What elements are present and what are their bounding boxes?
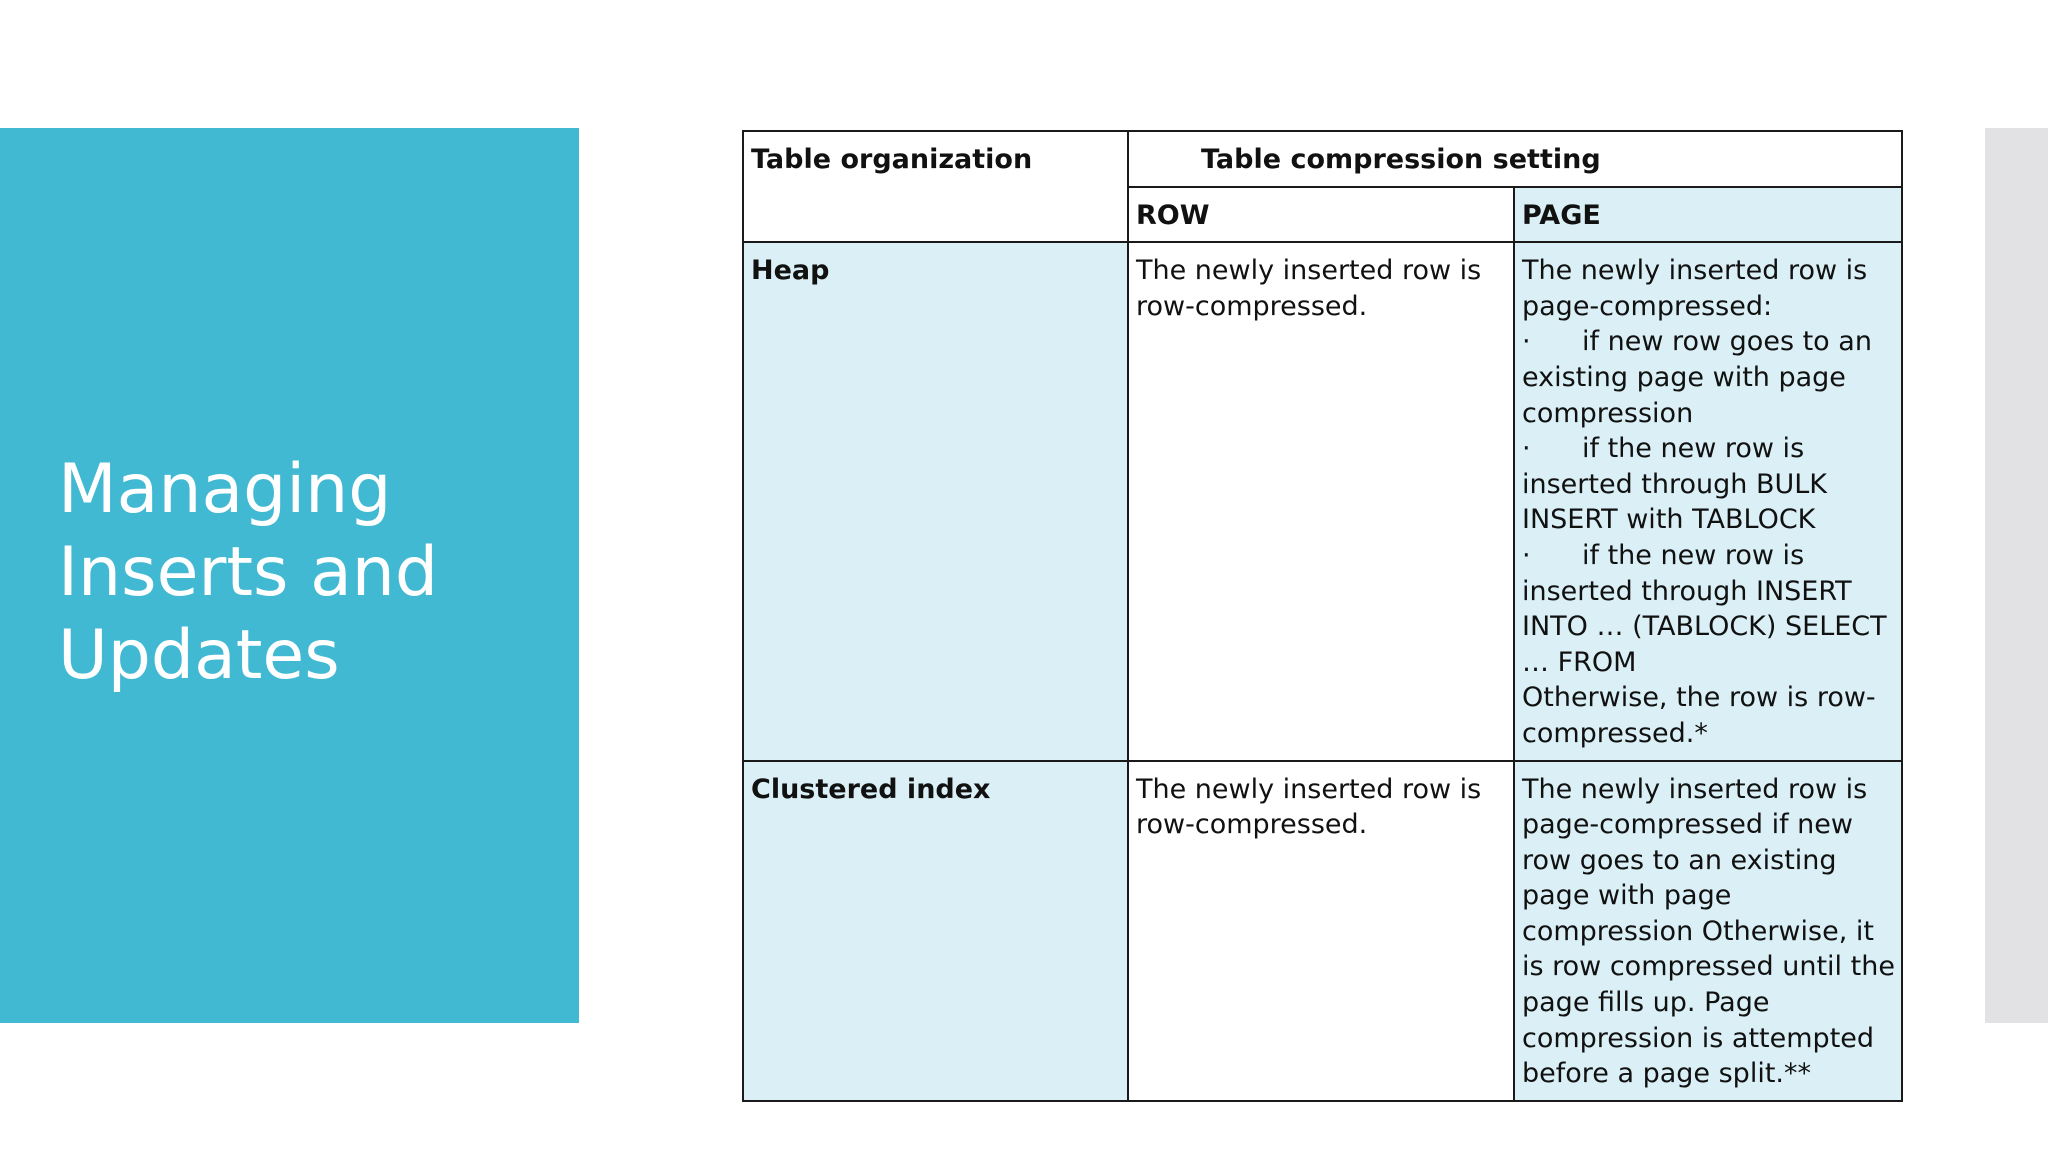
table-subheader-row: ROW PAGE <box>743 185 1904 244</box>
header-table-compression-setting: Table compression setting <box>1126 130 1904 188</box>
slide-title: Managing Inserts and Updates <box>58 450 439 695</box>
right-accent-bar <box>1985 128 2048 1023</box>
table-row-heap: Heap The newly inserted row is row-compr… <box>742 241 1904 762</box>
heap-page-cell: The newly inserted row is page-compresse… <box>1512 241 1904 762</box>
bullet-dot: · <box>1522 433 1531 465</box>
heap-page-intro: The newly inserted row is page-compresse… <box>1522 255 1868 322</box>
clustered-row-cell: The newly inserted row is row-compressed… <box>1127 759 1515 1102</box>
title-panel <box>0 128 579 1023</box>
heap-page-bullet-3: ·if the new row is inserted through INSE… <box>1522 538 1895 680</box>
heap-label: Heap <box>742 241 1129 762</box>
compression-table: Table organization Table compression set… <box>742 129 1904 1102</box>
heap-bullet-text: if new row goes to an existing page with… <box>1522 326 1872 429</box>
heap-bullet-text: if the new row is inserted through BULK … <box>1522 433 1828 536</box>
heap-page-bullet-1: ·if new row goes to an existing page wit… <box>1522 324 1895 431</box>
heap-bullet-text: if the new row is inserted through INSER… <box>1522 539 1887 678</box>
bullet-dot: · <box>1522 326 1531 358</box>
clustered-page-cell: The newly inserted row is page-compresse… <box>1512 759 1904 1102</box>
header-row: ROW <box>1127 185 1515 244</box>
heap-row-cell: The newly inserted row is row-compressed… <box>1127 241 1515 762</box>
header-table-organization: Table organization <box>742 129 1129 244</box>
heap-page-outro: Otherwise, the row is row-compressed.* <box>1522 682 1876 749</box>
bullet-dot: · <box>1522 539 1531 571</box>
heap-page-bullet-2: ·if the new row is inserted through BULK… <box>1522 431 1895 538</box>
header-page: PAGE <box>1512 185 1904 244</box>
clustered-index-label: Clustered index <box>742 759 1129 1102</box>
table-header-row: Table organization Table compression set… <box>742 129 1904 244</box>
table-row-clustered-index: Clustered index The newly inserted row i… <box>742 759 1904 1102</box>
